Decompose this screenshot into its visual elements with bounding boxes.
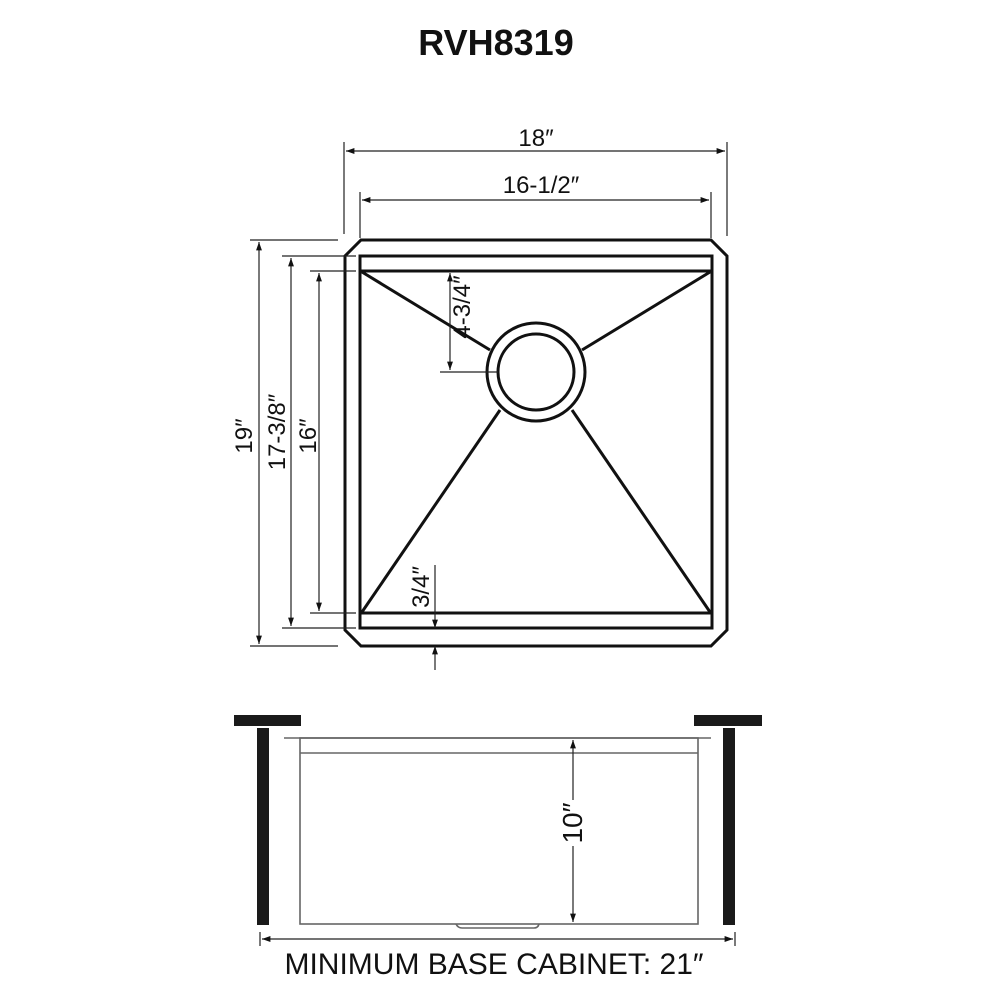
side-view: 10″ MINIMUM BASE CABINET: 21″ bbox=[234, 715, 762, 981]
cabinet-wall-left bbox=[257, 728, 269, 925]
drain-nub bbox=[455, 923, 540, 929]
drain-outer-ring bbox=[485, 321, 587, 423]
dim-label-drain-offset: 4-3/4″ bbox=[449, 275, 476, 339]
dim-label-overall-depth: 19″ bbox=[231, 418, 258, 454]
drain-inner-ring bbox=[496, 332, 576, 412]
minimum-cabinet-label: MINIMUM BASE CABINET: 21″ bbox=[284, 948, 703, 981]
dim-label-bowl-width: 16-1/2″ bbox=[503, 172, 580, 199]
slope-line-bottom-right bbox=[570, 409, 712, 613]
sink-bowl-outline bbox=[358, 254, 714, 630]
model-title: RVH8319 bbox=[418, 22, 573, 63]
slope-line-top-left bbox=[361, 270, 491, 352]
dim-label-ledge: 3/4″ bbox=[408, 566, 435, 608]
dim-label-bowl-depth: 16″ bbox=[295, 418, 322, 454]
cabinet-wall-right bbox=[723, 728, 735, 925]
slope-line-bottom-left bbox=[360, 409, 502, 613]
countertop-right bbox=[694, 715, 762, 726]
dim-label-overall-width: 18″ bbox=[518, 125, 554, 152]
sink-outer-flange bbox=[343, 238, 729, 648]
slope-line-top-right bbox=[581, 270, 711, 352]
top-view: 18″ 16-1/2″ 19″ 17-3/8″ 16″ 4-3/4″ 3/4″ bbox=[231, 125, 729, 670]
countertop-left bbox=[234, 715, 301, 726]
dim-label-bowl-height: 10″ bbox=[557, 802, 588, 843]
dim-label-inner-depth: 17-3/8″ bbox=[264, 393, 291, 470]
sink-body-profile bbox=[299, 737, 699, 925]
